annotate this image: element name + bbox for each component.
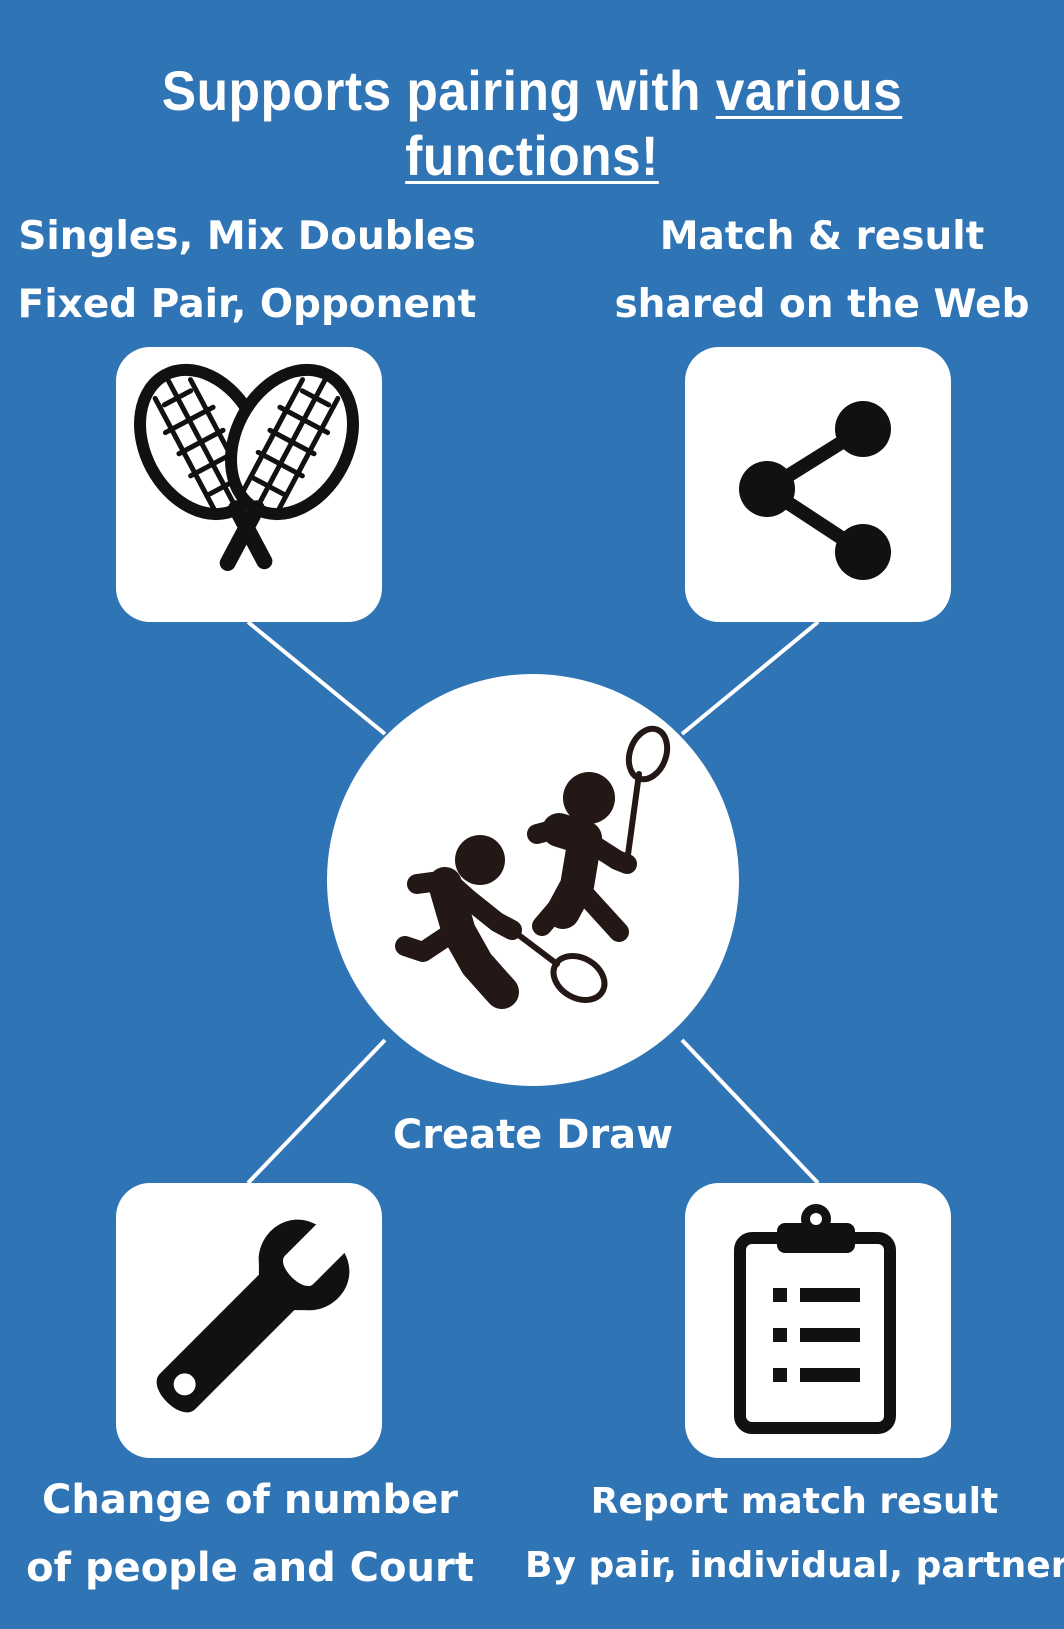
connector-top-left bbox=[246, 620, 387, 736]
wrench-icon bbox=[156, 1219, 350, 1413]
feature-line: Fixed Pair, Opponent bbox=[17, 282, 477, 327]
feature-line: Singles, Mix Doubles bbox=[18, 214, 476, 259]
create-draw-label: Create Draw bbox=[392, 1112, 674, 1158]
title-prefix: Supports pairing with bbox=[161, 59, 716, 122]
clipboard-list-icon bbox=[734, 1204, 896, 1434]
connector-bottom-left bbox=[246, 1038, 387, 1185]
page-title: Supports pairing with various functions! bbox=[43, 58, 1022, 188]
feature-line: Change of number bbox=[42, 1477, 458, 1523]
create-draw-circle[interactable] bbox=[327, 674, 739, 1086]
feature-label-bottom-left: Change of number of people and Court bbox=[0, 1466, 500, 1602]
feature-line: By pair, individual, partner bbox=[525, 1545, 1064, 1586]
connector-top-right bbox=[680, 620, 820, 736]
feature-line: of people and Court bbox=[26, 1545, 474, 1591]
feature-line: shared on the Web bbox=[614, 282, 1030, 327]
feature-line: Match & result bbox=[659, 214, 985, 259]
feature-tile-wrench bbox=[116, 1183, 382, 1458]
feature-line: Report match result bbox=[590, 1481, 999, 1522]
feature-label-top-left: Singles, Mix Doubles Fixed Pair, Opponen… bbox=[0, 203, 494, 339]
badminton-players-icon bbox=[395, 725, 671, 1009]
feature-tile-clipboard bbox=[685, 1183, 951, 1458]
title-highlight: various functions! bbox=[405, 59, 903, 187]
feature-label-bottom-right: Report match result By pair, individual,… bbox=[525, 1470, 1064, 1598]
feature-label-top-right: Match & result shared on the Web bbox=[600, 203, 1044, 339]
share-icon bbox=[739, 401, 891, 580]
feature-tile-rackets bbox=[116, 347, 382, 622]
connector-bottom-right bbox=[680, 1038, 820, 1185]
feature-tile-share bbox=[685, 347, 951, 622]
tennis-rackets-icon bbox=[134, 363, 359, 571]
